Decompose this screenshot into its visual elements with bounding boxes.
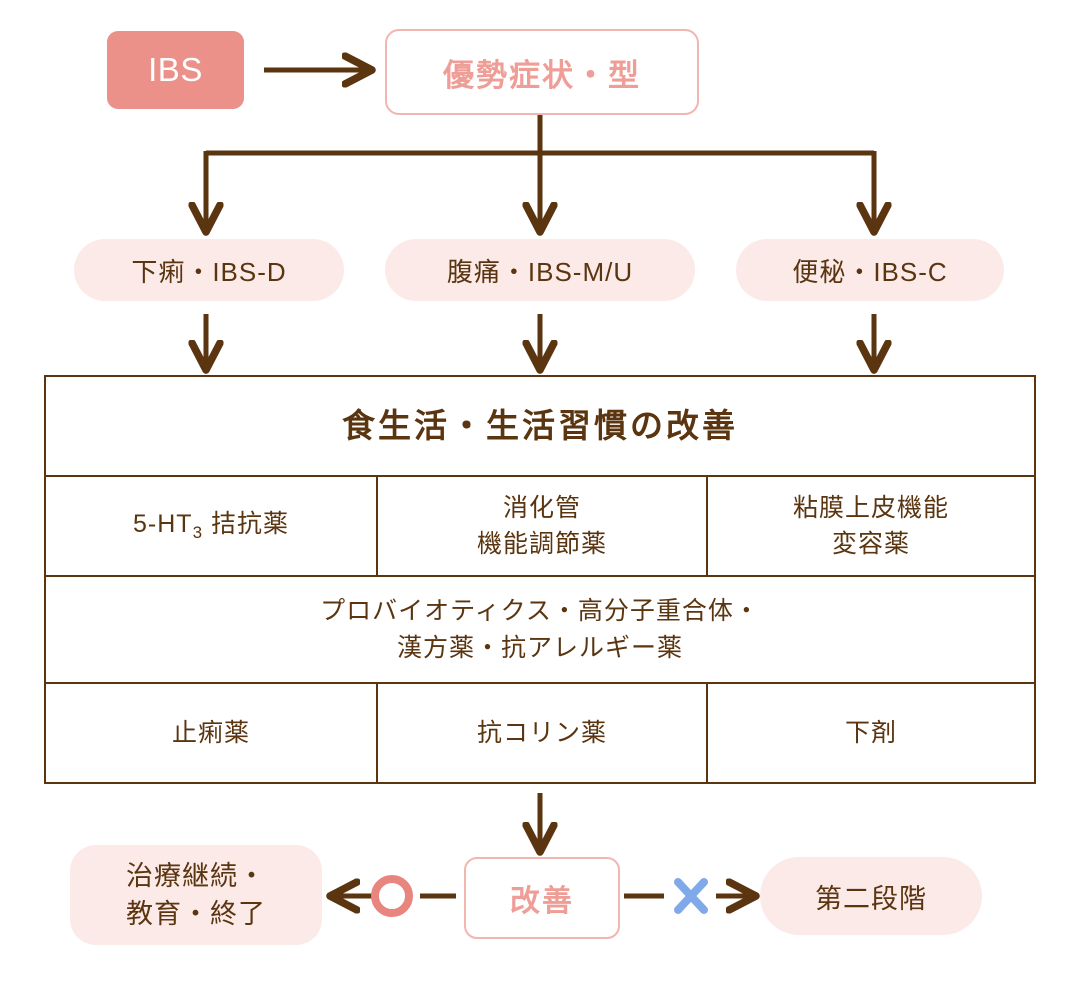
- ibs-label: IBS: [148, 51, 203, 88]
- drug-label-line1: 粘膜上皮機能: [792, 493, 949, 522]
- drug-cell-probiotics: プロバイオティクス・高分子重合体・ 漢方薬・抗アレルギー薬: [46, 577, 1034, 682]
- negative-symbol-cross: [674, 878, 708, 914]
- drug-cell-antidiarrheal: 止痢薬: [46, 684, 376, 782]
- symptom-pill-ibs-m-u: 腹痛・IBS-M/U: [385, 239, 695, 301]
- dominant-symptom-label: 優勢症状・型: [443, 57, 641, 93]
- outcome-second-stage-label: 第二段階: [815, 883, 927, 914]
- symptom-pill-label: 下痢・IBS-D: [131, 256, 287, 287]
- outcome-continue-treatment-box: 治療継続・ 教育・終了: [70, 845, 322, 945]
- drug-label-line1: プロバイオティクス・高分子重合体・: [320, 597, 760, 626]
- drug-cell-laxative: 下剤: [706, 684, 1034, 782]
- table-row: 止痢薬 抗コリン薬 下剤: [46, 682, 1034, 782]
- outcome-label-line2: 教育・終了: [126, 899, 266, 929]
- drug-cell-gi-motility: 消化管 機能調節薬: [376, 477, 706, 575]
- lifestyle-improvement-cell: 食生活・生活習慣の改善: [46, 377, 1034, 475]
- drug-label: 5-HT3 拮抗薬: [133, 510, 289, 543]
- symptom-pill-label: 腹痛・IBS-M/U: [446, 256, 634, 287]
- treatment-table: 食生活・生活習慣の改善 5-HT3 拮抗薬 消化管 機能調節薬 粘膜上皮機能 変…: [44, 375, 1036, 784]
- subscript: 3: [192, 523, 204, 543]
- drug-label: 下剤: [844, 718, 897, 747]
- table-row: 5-HT3 拮抗薬 消化管 機能調節薬 粘膜上皮機能 変容薬: [46, 475, 1034, 575]
- symptom-pill-label: 便秘・IBS-C: [792, 256, 948, 287]
- evaluation-improvement-box: 改善: [464, 857, 620, 939]
- table-row-header: 食生活・生活習慣の改善: [46, 377, 1034, 475]
- positive-symbol-circle: [371, 875, 413, 917]
- drug-cell-5ht3: 5-HT3 拮抗薬: [46, 477, 376, 575]
- drug-label-line1: 消化管: [502, 493, 581, 522]
- ibs-start-box: IBS: [107, 31, 244, 109]
- evaluation-label: 改善: [510, 885, 574, 918]
- symptom-pill-ibs-d: 下痢・IBS-D: [74, 239, 344, 301]
- drug-label: 抗コリン薬: [476, 718, 607, 747]
- drug-label-line2: 変容薬: [831, 530, 910, 558]
- drug-label-line2: 漢方薬・抗アレルギー薬: [396, 633, 683, 662]
- symptom-pill-ibs-c: 便秘・IBS-C: [736, 239, 1004, 301]
- drug-cell-anticholinergic: 抗コリン薬: [376, 684, 706, 782]
- outcome-label-line1: 治療継続・: [126, 860, 266, 891]
- dominant-symptom-box: 優勢症状・型: [385, 29, 699, 115]
- table-row-merged: プロバイオティクス・高分子重合体・ 漢方薬・抗アレルギー薬: [46, 575, 1034, 682]
- drug-label: 止痢薬: [171, 718, 250, 747]
- outcome-second-stage-box: 第二段階: [760, 857, 982, 935]
- lifestyle-improvement-label: 食生活・生活習慣の改善: [342, 407, 738, 445]
- drug-label-line2: 機能調節薬: [476, 530, 607, 558]
- drug-cell-mucosal: 粘膜上皮機能 変容薬: [706, 477, 1034, 575]
